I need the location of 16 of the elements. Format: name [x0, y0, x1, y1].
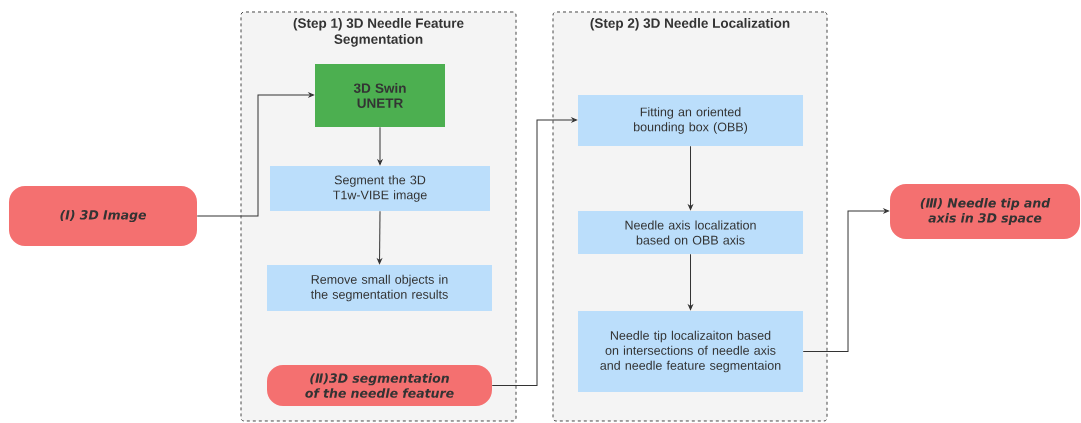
process-box: Fitting an oriented bounding box (OBB) [578, 95, 803, 146]
process-box: Remove small objects in the segmentation results [267, 265, 492, 311]
arrow [377, 126, 383, 166]
rounded-box: (Ⅰ) 3D Image [9, 186, 197, 246]
model-box: 3D Swin UNETR [315, 64, 445, 127]
rounded-box: (Ⅱ)3D segmentation of the needle feature [267, 365, 492, 406]
arrow [802, 208, 890, 352]
arrow [196, 92, 315, 217]
arrow [688, 253, 693, 311]
arrow [377, 210, 382, 265]
process-box: Needle axis localization based on OBB axis [578, 211, 803, 254]
rounded-box: (Ⅲ) Needle tip and axis in 3D space [890, 184, 1080, 239]
arrow [688, 145, 693, 211]
arrow [491, 117, 578, 386]
process-box: Needle tip localizaiton based on intersections of needle axis and needle feature segmentaion [578, 311, 803, 392]
process-box: Segment the 3D T1w-VIBE image [270, 166, 490, 211]
